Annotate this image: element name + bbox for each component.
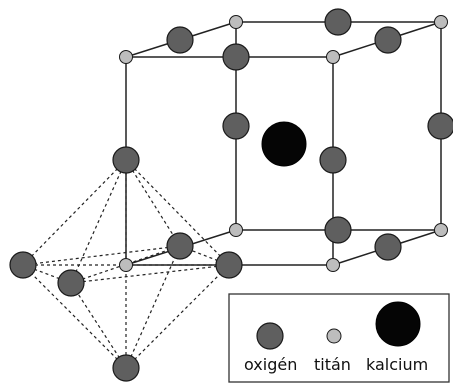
oxygen-atom	[112, 146, 140, 174]
octahedron-edge	[22, 264, 127, 369]
titanium-atom-octahedron-center	[119, 258, 133, 272]
oxygen-atom	[374, 233, 402, 261]
oxygen-atoms	[9, 8, 453, 382]
oxygen-atom	[57, 269, 85, 297]
titanium-atom	[119, 50, 133, 64]
octahedron-axis	[70, 245, 181, 284]
octahedron-edge	[125, 264, 230, 369]
titanium-atoms	[119, 15, 448, 272]
legend-calcium-swatch	[375, 301, 421, 347]
oxygen-atom	[324, 8, 352, 36]
oxygen-atom	[222, 112, 250, 140]
oxygen-atom	[215, 251, 243, 279]
oxygen-atom	[319, 146, 347, 174]
titanium-atom	[434, 15, 448, 29]
calcium-atom	[261, 121, 307, 167]
legend-titanium-swatch	[326, 328, 342, 344]
oxygen-atom	[9, 251, 37, 279]
titanium-atom	[229, 15, 243, 29]
titanium-atom	[326, 50, 340, 64]
titanium-atom	[229, 223, 243, 237]
octahedron-edge	[70, 159, 127, 284]
octahedron-edge	[70, 264, 230, 284]
titanium-atom	[326, 258, 340, 272]
oxygen-atom	[374, 26, 402, 54]
oxygen-atom	[112, 354, 140, 382]
titanium-atom	[434, 223, 448, 237]
octahedron-edge	[22, 245, 181, 266]
octahedron-edge	[22, 159, 127, 266]
legend	[228, 293, 450, 383]
octahedron-edge	[70, 282, 127, 369]
octahedron-edge	[125, 159, 181, 247]
oxygen-atom	[324, 216, 352, 244]
octahedron-edge	[125, 245, 181, 369]
oxygen-atom	[166, 232, 194, 260]
octahedron-edge	[125, 159, 230, 266]
legend-calcium-label: kalcium	[366, 355, 429, 374]
legend-oxygen-swatch	[256, 322, 284, 350]
oxygen-atom	[166, 26, 194, 54]
oxygen-atom	[222, 43, 250, 71]
legend-titanium-label: titán	[314, 355, 351, 374]
oxygen-atom	[427, 112, 453, 140]
legend-oxygen-label: oxigén	[244, 355, 298, 374]
